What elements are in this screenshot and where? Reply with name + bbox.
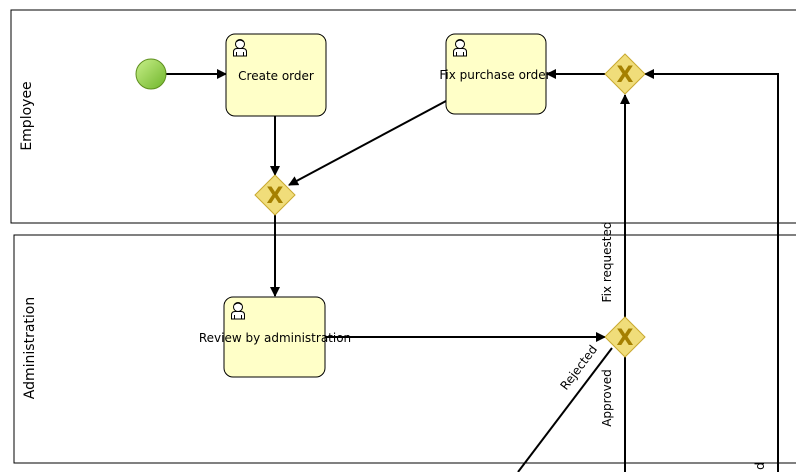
flow-rejected[interactable] <box>517 347 613 472</box>
gateway-merge[interactable]: X <box>254 174 296 216</box>
flow-label-fix-requested: Fix requested <box>600 222 614 303</box>
flow-return-to-fix-gateway[interactable] <box>644 69 779 472</box>
user-icon <box>231 302 245 320</box>
flow-fix-order-to-merge[interactable] <box>288 100 447 186</box>
user-icon <box>453 39 467 57</box>
gateway-fix[interactable]: X <box>604 53 646 95</box>
lane-administration-label: Administration <box>22 297 38 399</box>
start-event[interactable] <box>135 58 167 90</box>
lane-employee[interactable]: Employee <box>10 9 796 224</box>
gateway-decision-marker: X <box>617 326 634 351</box>
task-create-order-label: Create order <box>238 69 314 83</box>
lane-employee-label: Employee <box>19 81 35 150</box>
task-fix-purchase-order-label: Fix purchase order <box>439 68 550 82</box>
lane-administration[interactable]: Administration <box>13 234 796 464</box>
task-create-order[interactable]: Create order <box>225 33 327 117</box>
flow-label-approved: Approved <box>600 369 614 427</box>
task-fix-purchase-order[interactable]: Fix purchase order <box>439 33 551 115</box>
task-review-by-administration[interactable]: Review by administration <box>199 296 351 378</box>
gateway-fix-marker: X <box>617 63 634 88</box>
task-review-label: Review by administration <box>199 331 351 345</box>
flow-label-partial: d <box>753 462 767 470</box>
gateway-decision[interactable]: X <box>604 316 646 358</box>
user-icon <box>233 39 247 57</box>
gateway-merge-marker: X <box>267 184 284 209</box>
